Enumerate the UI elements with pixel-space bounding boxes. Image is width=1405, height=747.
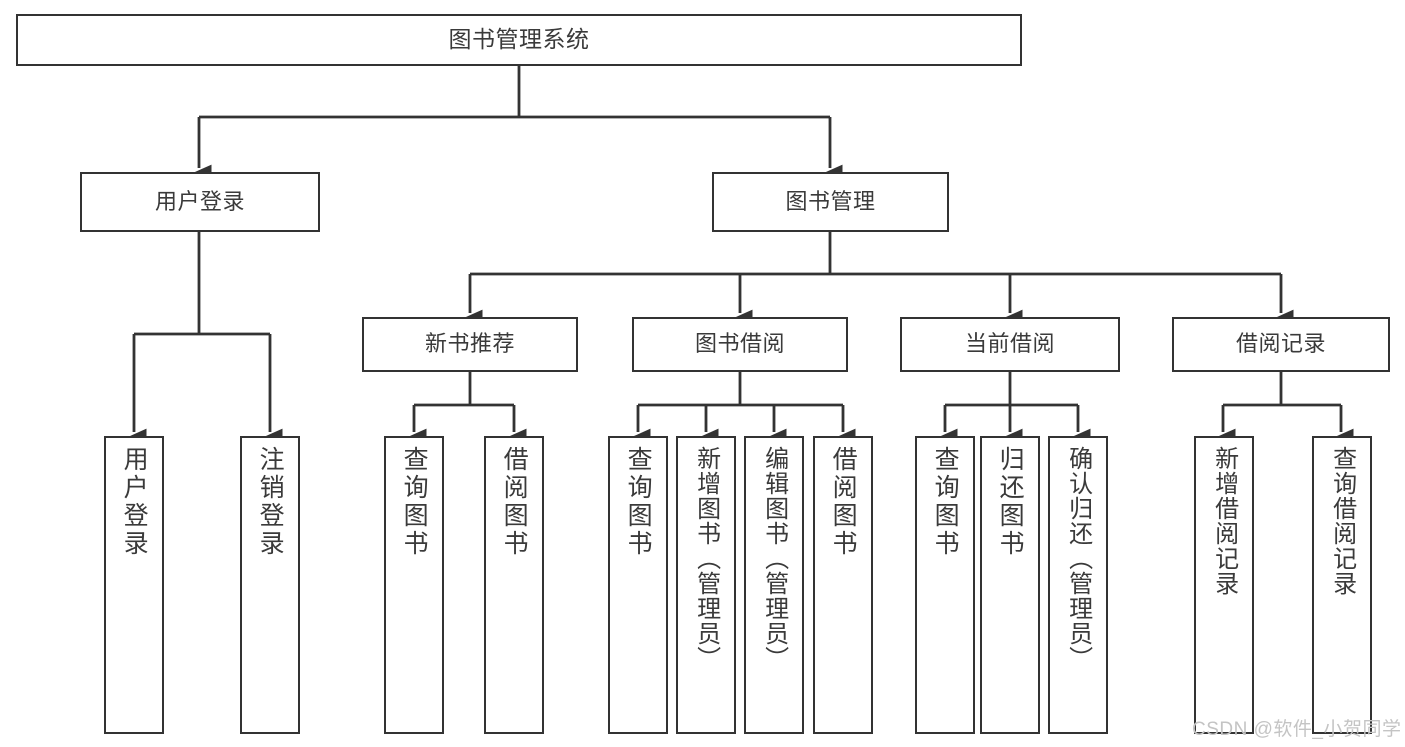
node-new-book-recommend-label: 新书推荐 (424, 331, 515, 357)
leaf-book-borrow-edit-book[interactable]: 编辑图书（管理员） (744, 436, 804, 734)
leaf-current-borrow-confirm-return-label: 确认归还（管理员） (1064, 446, 1092, 671)
leaf-borrow-record-query-label: 查询借阅记录 (1328, 446, 1356, 596)
node-user-login[interactable]: 用户登录 (80, 172, 320, 232)
node-new-book-recommend[interactable]: 新书推荐 (362, 317, 578, 372)
leaf-new-book-borrow-book[interactable]: 借阅图书 (484, 436, 544, 734)
node-borrow-record[interactable]: 借阅记录 (1172, 317, 1390, 372)
leaf-current-borrow-confirm-return[interactable]: 确认归还（管理员） (1048, 436, 1108, 734)
node-user-login-label: 用户登录 (154, 188, 245, 214)
leaf-new-book-query-book[interactable]: 查询图书 (384, 436, 444, 734)
leaf-current-borrow-query-book-label: 查询图书 (931, 446, 960, 558)
node-current-borrow-label: 当前借阅 (964, 331, 1055, 357)
leaf-current-borrow-query-book[interactable]: 查询图书 (915, 436, 975, 734)
leaf-borrow-record-add-label: 新增借阅记录 (1210, 446, 1238, 596)
leaf-book-borrow-borrow-book-label: 借阅图书 (829, 446, 858, 558)
leaf-user-login-logout-label: 注销登录 (256, 446, 285, 558)
leaf-current-borrow-return-book-label: 归还图书 (996, 446, 1025, 558)
leaf-user-login-logout[interactable]: 注销登录 (240, 436, 300, 734)
leaf-user-login-login-label: 用户登录 (120, 446, 149, 558)
leaf-new-book-borrow-book-label: 借阅图书 (500, 446, 529, 558)
leaf-new-book-query-book-label: 查询图书 (400, 446, 429, 558)
node-book-management-label: 图书管理 (785, 188, 876, 214)
leaf-borrow-record-add[interactable]: 新增借阅记录 (1194, 436, 1254, 734)
node-root-label: 图书管理系统 (448, 26, 590, 53)
leaf-book-borrow-edit-book-label: 编辑图书（管理员） (760, 446, 788, 671)
node-book-management[interactable]: 图书管理 (712, 172, 949, 232)
leaf-current-borrow-return-book[interactable]: 归还图书 (980, 436, 1040, 734)
watermark-text: CSDN @软件_小贺同学 (1192, 719, 1402, 740)
node-book-borrow-label: 图书借阅 (694, 331, 785, 357)
node-book-borrow[interactable]: 图书借阅 (632, 317, 848, 372)
node-root[interactable]: 图书管理系统 (16, 14, 1022, 66)
leaf-book-borrow-query-book[interactable]: 查询图书 (608, 436, 668, 734)
leaf-book-borrow-query-book-label: 查询图书 (624, 446, 653, 558)
leaf-book-borrow-borrow-book[interactable]: 借阅图书 (813, 436, 873, 734)
node-borrow-record-label: 借阅记录 (1235, 331, 1326, 357)
leaf-book-borrow-add-book-label: 新增图书（管理员） (692, 446, 720, 671)
leaf-borrow-record-query[interactable]: 查询借阅记录 (1312, 436, 1372, 734)
node-current-borrow[interactable]: 当前借阅 (900, 317, 1120, 372)
leaf-user-login-login[interactable]: 用户登录 (104, 436, 164, 734)
leaf-book-borrow-add-book[interactable]: 新增图书（管理员） (676, 436, 736, 734)
